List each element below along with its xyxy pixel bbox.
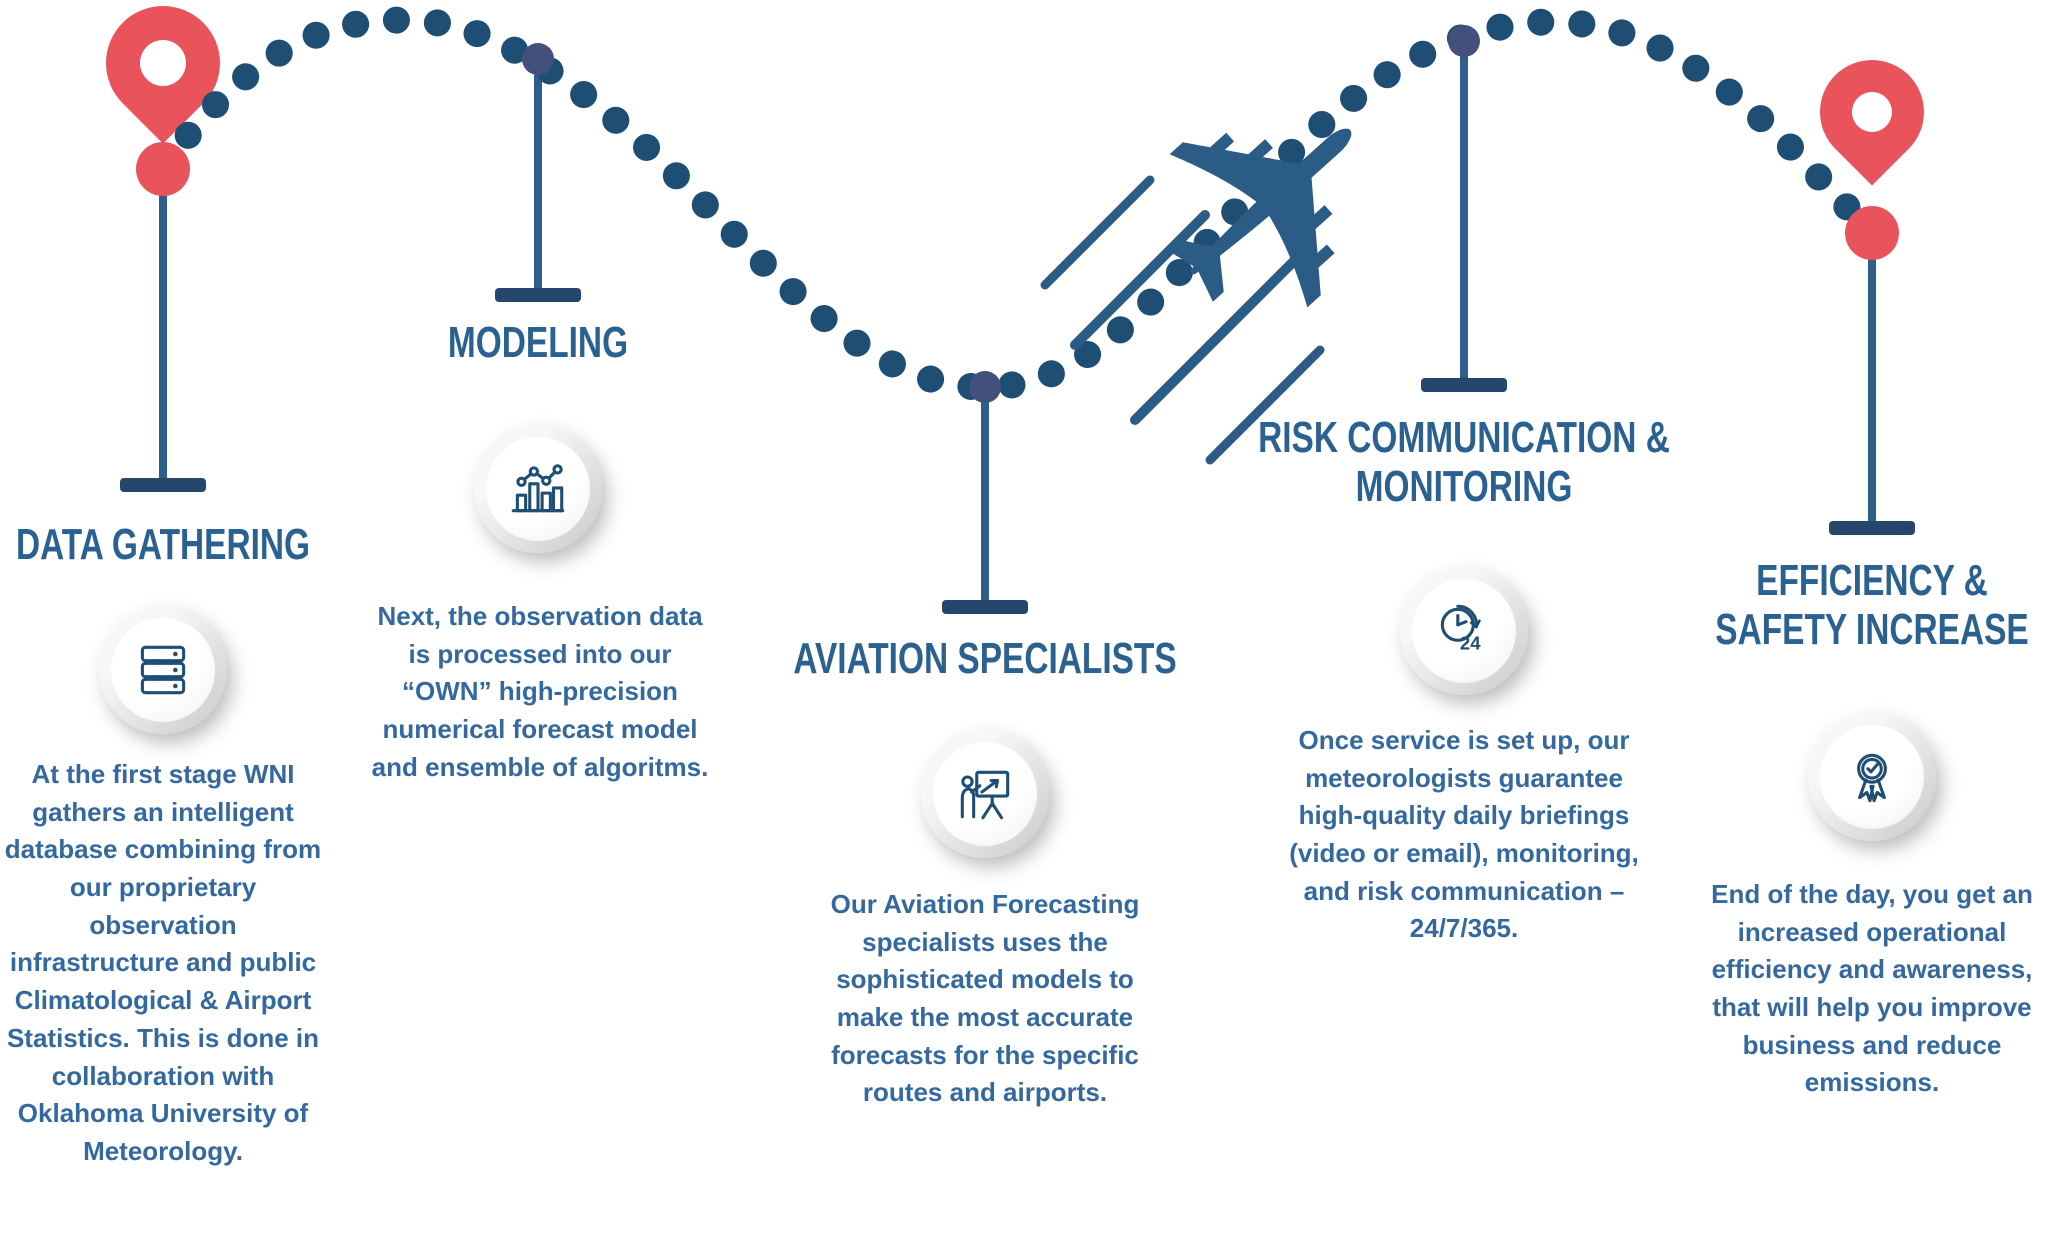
stage-medallion — [474, 425, 602, 553]
stage-title-data-gathering: DATA GATHERING — [15, 520, 311, 569]
medallion-inner — [111, 618, 215, 722]
stage-title-modeling: MODELING — [447, 318, 629, 367]
award-ribbon-icon — [1857, 753, 1887, 803]
stage-medallion: 24 — [1400, 567, 1528, 695]
stage-title-aviation-specialists: AVIATION SPECIALISTS — [793, 634, 1177, 683]
stage-pole-base — [120, 478, 206, 492]
stage-description-efficiency-safety: End of the day, you get an increased ope… — [1711, 879, 2033, 1098]
stage-pole-base — [1829, 521, 1915, 535]
clock-24-label: 24 — [1460, 633, 1481, 654]
stage-medallion — [99, 606, 227, 734]
start-point-dot — [136, 142, 190, 196]
presenter-chart-icon — [960, 770, 1010, 820]
stage-description-risk-communication: Once service is set up, our meteorologis… — [1289, 725, 1639, 944]
waypoint-dots — [522, 25, 1480, 403]
waypoint-dot-modeling — [522, 43, 554, 75]
stage-description-aviation-specialists: Our Aviation Forecasting specialists use… — [830, 889, 1140, 1108]
stage-pole — [159, 192, 167, 480]
stage-pole — [981, 388, 989, 602]
stage-pole-base — [942, 600, 1028, 614]
stage-title-risk-communication: RISK COMMUNICATION & MONITORING — [1258, 413, 1670, 512]
stage-description-modeling: Next, the observation data is processed … — [371, 601, 709, 782]
stage-medallion — [1808, 713, 1936, 841]
stage-pole — [1868, 258, 1876, 523]
stage-pole-base — [495, 288, 581, 302]
waypoint-dot-risk — [1448, 25, 1480, 57]
stage-description-data-gathering: At the first stage WNI gathers an intell… — [4, 759, 322, 1166]
medallion-inner — [933, 742, 1037, 846]
dotted-route-path — [149, 6, 1886, 401]
stage-title-efficiency-safety: EFFICIENCY & SAFETY INCREASE — [1715, 556, 2029, 655]
medallion-inner: 24 — [1412, 579, 1516, 683]
stage-pole — [534, 60, 542, 290]
waypoint-dot-aviation — [969, 371, 1001, 403]
end-point-dot — [1845, 206, 1899, 260]
medallion-inner — [486, 437, 590, 541]
plane-speed-lines — [1040, 175, 1325, 465]
clock-24-icon: 24 — [1440, 604, 1481, 654]
server-stack-icon — [140, 645, 186, 695]
stage-pole-base — [1421, 378, 1507, 392]
stage-medallion — [921, 730, 1049, 858]
medallion-inner — [1820, 725, 1924, 829]
bar-chart-icon — [511, 464, 565, 513]
stage-pole — [1460, 42, 1468, 380]
